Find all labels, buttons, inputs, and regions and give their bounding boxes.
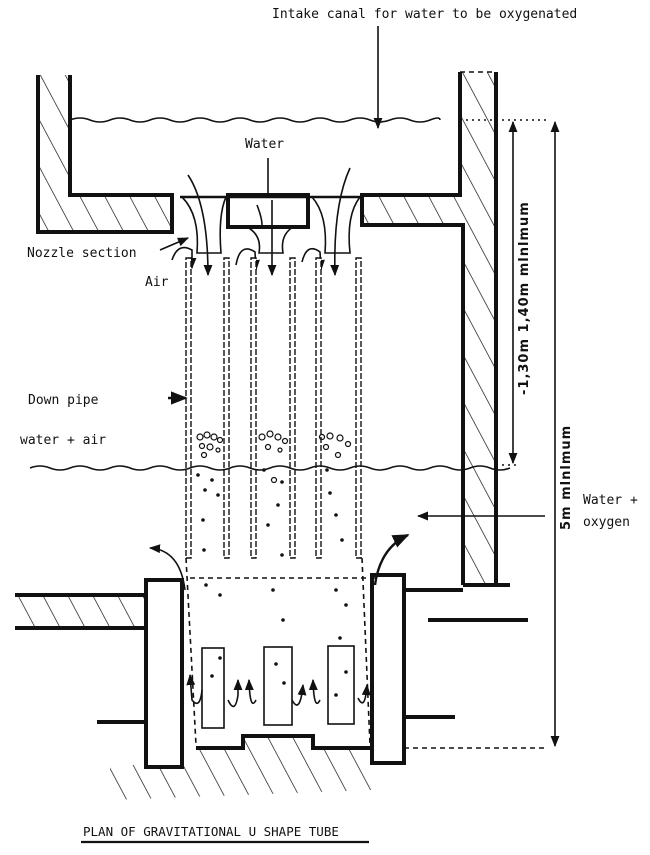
- nozzles: [181, 196, 361, 254]
- riser-outer-lines: [185, 557, 371, 746]
- depth-range-dimension: -1,30m 1,40m mlnlmum: [517, 201, 532, 395]
- water-flow-arrows: [187, 167, 351, 277]
- diagram-title: PLAN OF GRAVITATIONAL U SHAPE TUBE: [83, 824, 339, 839]
- total-depth-dimension: 5m mlnlmum: [559, 425, 574, 530]
- lower-left-structure: [15, 578, 184, 769]
- lower-sleeves: [201, 645, 355, 729]
- center-nozzle-block: [226, 170, 310, 229]
- down-pipes: [185, 257, 362, 559]
- water-oxygen-label-line2: oxygen: [583, 515, 630, 530]
- water-label: Water: [245, 137, 284, 152]
- lower-water-level: [29, 465, 511, 471]
- intake-label: Intake canal for water to be oxygenated: [272, 7, 577, 22]
- air-label: Air: [145, 275, 169, 290]
- water-oxygen-label-line1: Water +: [583, 493, 638, 508]
- left-outflow-arrow: [148, 544, 186, 591]
- upper-water-level: [69, 117, 441, 123]
- upper-right-wall: [360, 71, 510, 587]
- dimension-lines: [508, 120, 560, 748]
- nozzle-section-label: Nozzle section: [27, 246, 137, 261]
- air-bubbles: [196, 430, 352, 484]
- down-pipe-label: Down pipe: [28, 393, 99, 408]
- tube-floor: [110, 734, 548, 800]
- nozzle-pointer: [159, 237, 190, 251]
- upflow-arrows: [186, 673, 371, 708]
- water-air-label: water + air: [20, 433, 106, 448]
- air-arrows: [171, 246, 325, 272]
- water-droplets: [196, 468, 348, 697]
- upper-left-wall: [36, 75, 174, 234]
- lower-right-structure: [370, 573, 528, 765]
- right-outflow-arrow: [373, 533, 410, 586]
